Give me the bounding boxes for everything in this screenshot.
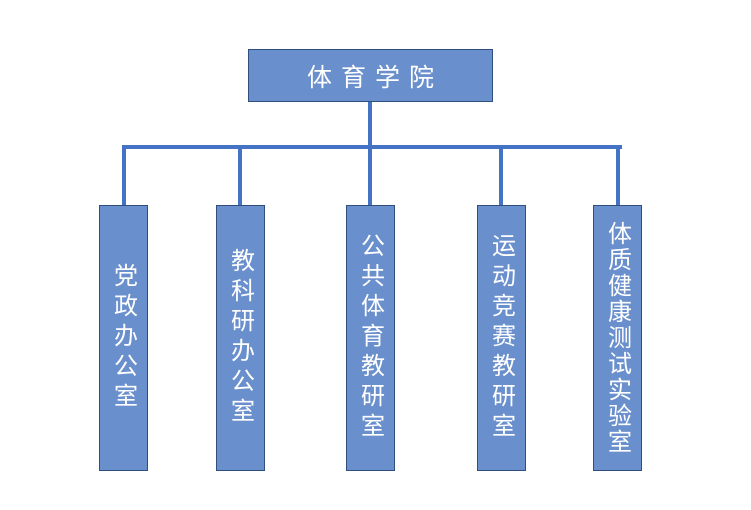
child-connector-line-4 <box>499 145 503 205</box>
child-node-label: 党政办公室 <box>109 263 138 413</box>
child-node-label: 运动竞赛教研室 <box>487 233 516 443</box>
child-node-party-office: 党政办公室 <box>99 205 148 471</box>
child-connector-line-3 <box>368 145 372 205</box>
child-connector-line-2 <box>238 145 242 205</box>
horizontal-connector-line <box>122 145 622 149</box>
root-node: 体育学院 <box>248 49 493 102</box>
child-node-fitness-lab: 体质健康测试实验室 <box>593 205 642 471</box>
child-node-public-pe-section: 公共体育教研室 <box>346 205 395 471</box>
child-connector-line-1 <box>122 145 126 205</box>
child-node-label: 教科研办公室 <box>226 248 255 428</box>
child-node-label: 公共体育教研室 <box>356 233 385 443</box>
child-node-label: 体质健康测试实验室 <box>603 221 632 455</box>
root-connector-line <box>368 102 372 148</box>
root-node-label: 体育学院 <box>306 62 443 92</box>
child-node-competition-section: 运动竞赛教研室 <box>477 205 526 471</box>
child-node-research-office: 教科研办公室 <box>216 205 265 471</box>
child-connector-line-5 <box>616 145 620 205</box>
